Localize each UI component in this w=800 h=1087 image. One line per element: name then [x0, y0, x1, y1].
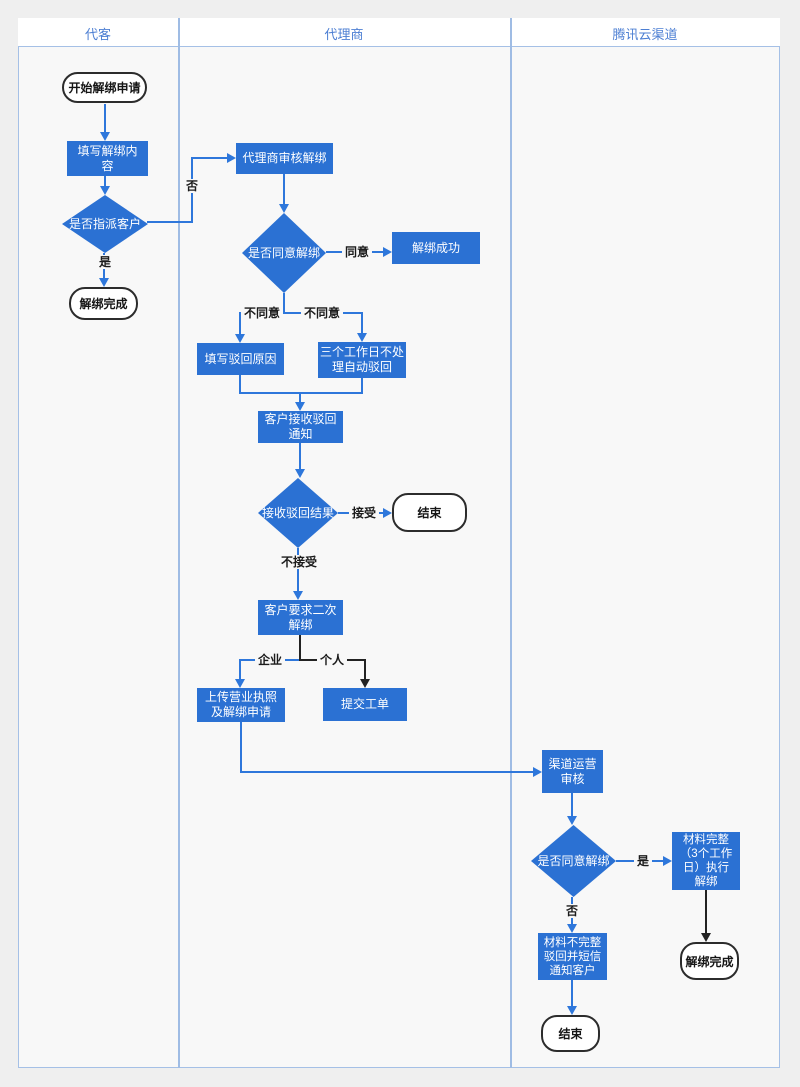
unbind-complete-node-1: 解绑完成 — [69, 287, 138, 320]
edge-incomplete-end-arrow — [567, 1006, 577, 1015]
edge-notice-result-arrow — [295, 469, 305, 478]
edge-label-yes1: 是 — [95, 255, 115, 269]
edge-upload-channel-arrow — [533, 767, 542, 777]
edge-label-disagree-right: 不同意 — [300, 306, 344, 320]
edge-notaccept-arrow — [293, 591, 303, 600]
swimlane-header — [18, 18, 780, 47]
second-unbind-request-node: 客户要求二次 解绑 — [258, 600, 343, 635]
unbind-success-node: 解绑成功 — [392, 232, 480, 264]
edge-complete-done-arrow — [701, 933, 711, 942]
swimlane-table — [18, 18, 780, 1068]
unbind-complete-node-2: 解绑完成 — [680, 942, 739, 980]
material-complete-node: 材料完整 （3个工作 日）执行 解绑 — [672, 832, 740, 890]
edge-personal-drop — [364, 659, 366, 679]
upload-license-node: 上传营业执照 及解绑申请 — [197, 688, 285, 722]
edge-complete-done-line — [705, 890, 707, 934]
edge-review-decision-arrow — [279, 204, 289, 213]
edge-no1-h1 — [147, 221, 192, 223]
receive-reject-notice-node: 客户接收驳回 通知 — [258, 411, 343, 443]
lane-title-tencent-channel: 腾讯云渠道 — [612, 27, 678, 42]
edge-accept-arrow — [383, 508, 392, 518]
edge-enterprise-drop — [239, 659, 241, 679]
edge-fill-decision-line — [104, 176, 106, 186]
end-node-2: 结束 — [541, 1015, 600, 1052]
lane-divider-2 — [510, 18, 512, 1068]
submit-ticket-node: 提交工单 — [323, 688, 407, 721]
edge-disagree-left-drop — [239, 312, 241, 334]
auto-reject-node: 三个工作日不处 理自动驳回 — [318, 342, 406, 378]
edge-disagree-left-arrow — [235, 334, 245, 343]
edge-channel-decision-line — [571, 793, 573, 818]
edge-label-accept: 接受 — [348, 506, 380, 520]
edge-label-disagree-left: 不同意 — [240, 306, 284, 320]
lane-title-customer: 代客 — [84, 27, 112, 42]
edge-merge-hbar — [239, 392, 363, 394]
edge-disagree-right-arrow — [357, 333, 367, 342]
edge-yes1-arrow — [99, 278, 109, 287]
edge-label-notaccept: 不接受 — [277, 555, 321, 569]
edge-start-fill-line — [104, 104, 106, 132]
edge-channel-decision-arrow — [567, 816, 577, 825]
lane-title-agent: 代理商 — [324, 27, 364, 42]
edge-label-no1: 否 — [182, 179, 202, 193]
edge-upload-channel-h — [240, 771, 534, 773]
edge-start-fill-arrow — [100, 132, 110, 141]
edge-label-agree: 同意 — [341, 245, 373, 259]
edge-merge-left-v — [239, 375, 241, 394]
edge-no1-h2 — [191, 157, 228, 159]
edge-split2-stem — [299, 635, 301, 661]
edge-no1-arrow — [227, 153, 236, 163]
edge-personal-arrow — [360, 679, 370, 688]
edge-merge-right-v — [361, 378, 363, 394]
fill-reject-reason-node: 填写驳回原因 — [197, 343, 284, 375]
fill-unbind-content-node: 填写解绑内 容 — [67, 141, 148, 176]
channel-ops-review-node: 渠道运营 审核 — [542, 750, 603, 793]
edge-agree-arrow — [383, 247, 392, 257]
edge-notaccept-line — [297, 548, 299, 591]
edge-label-personal: 个人 — [316, 653, 348, 667]
edge-disagree-stem — [283, 293, 285, 313]
edge-label-yes2: 是 — [633, 854, 653, 868]
lane-divider-1 — [178, 18, 180, 1068]
edge-enterprise-arrow — [235, 679, 245, 688]
edge-upload-channel-v — [240, 722, 242, 773]
agent-review-node: 代理商审核解绑 — [236, 143, 333, 174]
edge-disagree-right-drop — [361, 312, 363, 333]
edge-notice-result-line — [299, 443, 301, 469]
edge-incomplete-end-line — [571, 980, 573, 1008]
edge-label-enterprise: 企业 — [254, 653, 286, 667]
end-node-1: 结束 — [392, 493, 467, 532]
edge-label-no2: 否 — [562, 904, 582, 918]
edge-no2-arrow — [567, 924, 577, 933]
edge-merge-drop — [299, 392, 301, 403]
start-node: 开始解绑申请 — [62, 72, 147, 103]
edge-yes2-arrow — [663, 856, 672, 866]
material-incomplete-node: 材料不完整 驳回并短信 通知客户 — [538, 933, 607, 980]
edge-review-decision-line — [283, 174, 285, 206]
edge-fill-decision-arrow — [100, 186, 110, 195]
edge-merge-arrow — [295, 402, 305, 411]
